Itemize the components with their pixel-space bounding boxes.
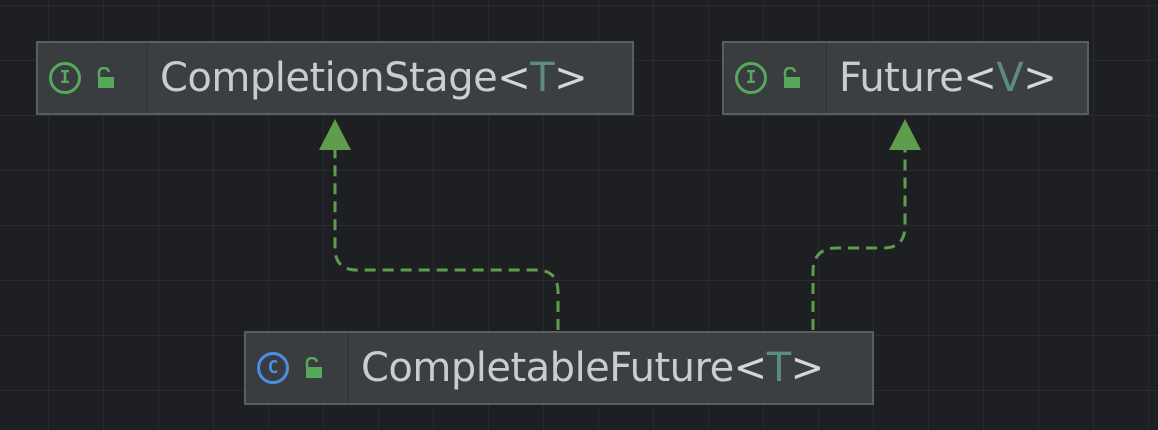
edge-completable-future-to-completion-stage bbox=[333, 150, 560, 330]
generic-open: < bbox=[963, 55, 997, 101]
node-icons: I bbox=[38, 43, 148, 113]
class-name: CompletionStage bbox=[160, 55, 498, 101]
type-parameter: T bbox=[766, 345, 791, 391]
class-name: Future bbox=[839, 55, 964, 101]
node-completable-future[interactable]: C CompletableFuture<T> bbox=[244, 331, 874, 405]
type-parameter: V bbox=[996, 55, 1024, 101]
arrowhead-completion-stage bbox=[319, 119, 351, 150]
node-title: CompletionStage<T> bbox=[148, 43, 632, 113]
generic-open: < bbox=[497, 55, 531, 101]
open-lock-icon bbox=[97, 67, 114, 88]
interface-badge-icon: I bbox=[49, 62, 81, 94]
arrowhead-future bbox=[889, 119, 921, 150]
generic-open: < bbox=[733, 345, 768, 391]
interface-badge-icon: I bbox=[735, 62, 767, 94]
class-name: CompletableFuture bbox=[361, 345, 734, 391]
generic-close: > bbox=[554, 55, 588, 101]
node-icons: I bbox=[724, 43, 827, 113]
node-title: Future<V> bbox=[827, 43, 1087, 113]
node-future[interactable]: I Future<V> bbox=[722, 41, 1089, 115]
node-title: CompletableFuture<T> bbox=[349, 333, 872, 403]
type-parameter: T bbox=[530, 55, 555, 101]
generic-close: > bbox=[1023, 55, 1057, 101]
open-lock-icon bbox=[783, 67, 800, 88]
node-completion-stage[interactable]: I CompletionStage<T> bbox=[36, 41, 634, 115]
edge-completable-future-to-future bbox=[811, 150, 907, 330]
open-lock-icon bbox=[305, 357, 322, 378]
node-icons: C bbox=[246, 333, 349, 403]
generic-close: > bbox=[790, 345, 825, 391]
class-badge-icon: C bbox=[257, 352, 289, 384]
